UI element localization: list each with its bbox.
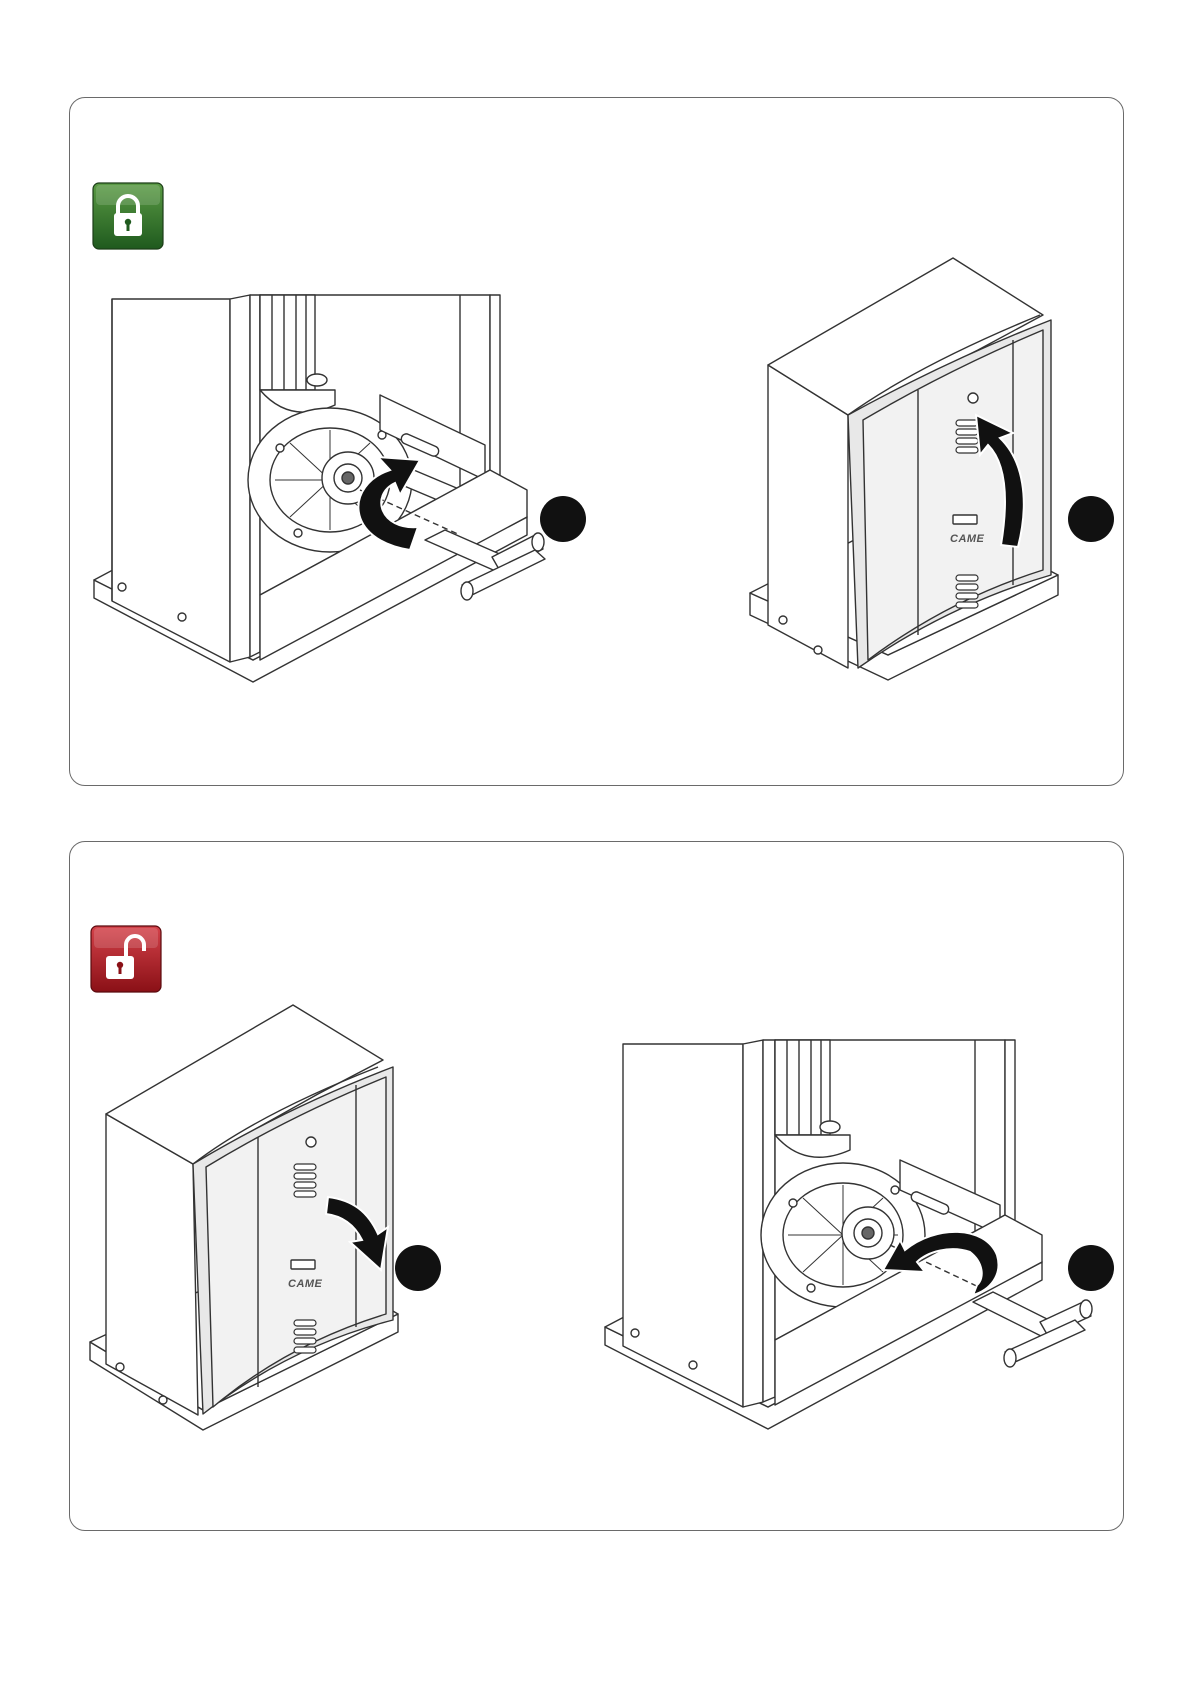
- step-marker: [1068, 496, 1114, 542]
- step-marker: [395, 1245, 441, 1291]
- lock-closed-icon: [92, 182, 164, 250]
- operator-closed-figure: CAME: [748, 255, 1068, 705]
- brand-logo: CAME: [288, 1278, 323, 1290]
- operator-open-figure: [605, 1040, 1100, 1450]
- operator-open-figure: [90, 295, 540, 705]
- step-marker: [540, 496, 586, 542]
- brand-logo: CAME: [950, 533, 985, 545]
- step-marker: [1068, 1245, 1114, 1291]
- lock-open-icon: [90, 925, 162, 993]
- operator-cover-open-figure: CAME: [88, 1002, 408, 1452]
